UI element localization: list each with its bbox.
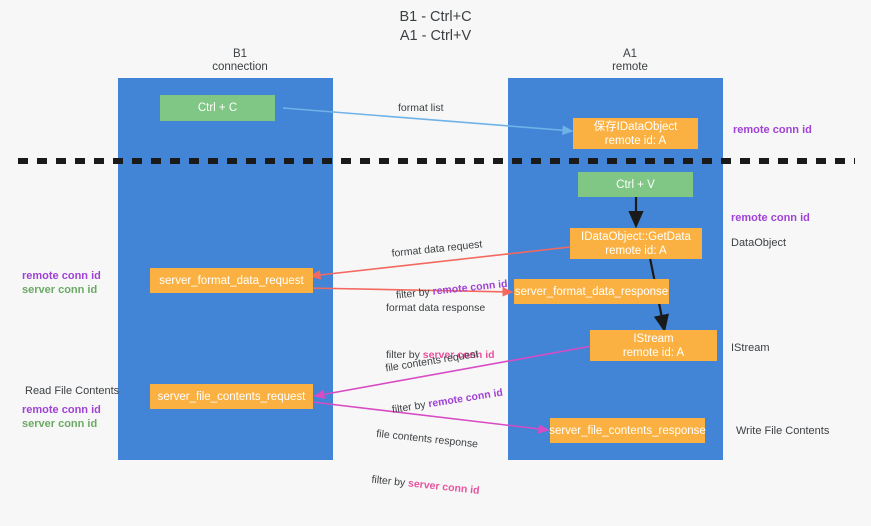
edge-label-format-list: format list <box>398 102 444 114</box>
edge-label-format-data-request-line1: format data request <box>391 238 483 260</box>
column-header-a1-subtitle: remote <box>612 61 648 73</box>
filter-prefix: filter by <box>370 473 409 490</box>
filter-prefix: filter by <box>386 349 423 361</box>
edge-label-file-contents-response: file contents response filter by server … <box>368 399 488 526</box>
node-server-file-contents-request[interactable]: server_file_contents_request <box>150 384 313 409</box>
annotation-remote-conn-id-mid: remote conn id <box>731 212 810 224</box>
annotation-left-server-conn-id-2: server conn id <box>22 418 98 430</box>
column-header-b1-text: B1 <box>232 48 248 60</box>
column-header-b1-subtitle: connection <box>212 61 268 73</box>
edge-label-file-contents-response-line1: file contents response <box>375 427 479 451</box>
node-server-format-data-response[interactable]: server_format_data_response <box>514 279 669 304</box>
annotation-dataobject: DataObject <box>731 237 787 249</box>
edge-label-file-contents-response-filter: filter by server conn id <box>371 473 480 498</box>
filter-key-server-conn-id: server conn id <box>407 477 481 497</box>
annotation-write-file-contents: Write File Contents <box>736 425 830 437</box>
node-ctrl-v[interactable]: Ctrl + V <box>578 172 693 197</box>
node-getdata[interactable]: IDataObject::GetData remote id: A <box>570 228 702 259</box>
node-server-file-contents-response[interactable]: server_file_contents_response <box>549 418 706 443</box>
page-title: B1 - Ctrl+C A1 - Ctrl+V <box>399 9 472 44</box>
annotation-left-remote-conn-id: remote conn id <box>22 270 101 282</box>
node-server-format-data-request[interactable]: server_format_data_request <box>150 268 313 293</box>
node-istream[interactable]: IStream remote id: A <box>590 330 717 361</box>
node-save-dataobject[interactable]: 保存IDataObject remote id: A <box>573 118 698 149</box>
annotation-read-file-contents: Read File Contents <box>25 385 120 397</box>
edge-label-file-contents-request-line1: file contents request <box>384 347 480 375</box>
annotation-remote-conn-id-top: remote conn id <box>733 124 812 136</box>
annotation-left-server-conn-id: server conn id <box>22 284 98 296</box>
node-ctrl-c[interactable]: Ctrl + C <box>160 95 275 121</box>
edge-label-format-data-response-line1: format data response <box>386 302 486 314</box>
column-header-a1-text: A1 <box>622 48 638 60</box>
edge-label-format-data-response: format data response filter by server co… <box>386 273 495 390</box>
filter-key-server-conn-id: server conn id <box>422 349 495 361</box>
edge-label-format-data-response-filter: filter by server conn id <box>386 348 495 362</box>
annotation-istream: IStream <box>731 342 770 354</box>
annotation-left-remote-conn-id-2: remote conn id <box>22 404 101 416</box>
